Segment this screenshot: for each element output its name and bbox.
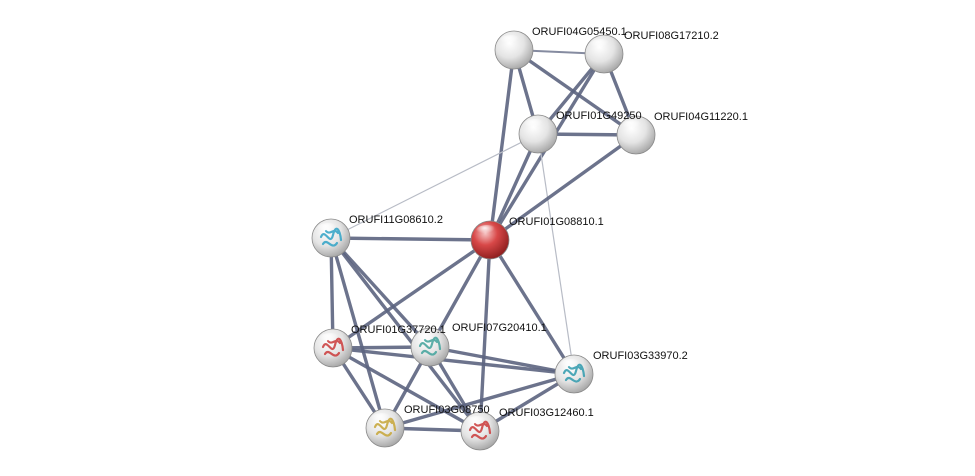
node-highlight [560, 359, 582, 371]
edge-ORUFI01G49250-ORUFI03G33970.2[interactable] [537, 133, 575, 375]
node-highlight [317, 223, 339, 235]
node-highlight [416, 332, 438, 344]
node-ORUFI04G11220.1[interactable] [616, 115, 656, 155]
node-ORUFI04G05450.1[interactable] [494, 30, 534, 70]
edge-ORUFI11G08610.2-ORUFI03G08750[interactable] [329, 236, 387, 430]
node-label: ORUFI04G11220.1 [654, 111, 748, 123]
edge-ORUFI04G11220.1-ORUFI01G08810.1[interactable] [488, 133, 638, 242]
node-label: ORUFI03G12460.1 [499, 407, 594, 419]
node-ORUFI03G12460.1[interactable] [460, 411, 500, 451]
node-label: ORUFI11G08610.2 [349, 214, 443, 226]
node-highlight [466, 416, 488, 428]
edge-ORUFI04G05450.1-ORUFI01G08810.1[interactable] [488, 48, 516, 242]
node-ORUFI01G49250[interactable] [518, 114, 558, 154]
edge-ORUFI01G08810.1-ORUFI03G33970.2[interactable] [488, 238, 576, 376]
edge-ORUFI01G08810.1-ORUFI07G20410.1[interactable] [428, 238, 492, 349]
node-ORUFI01G08810.1[interactable] [470, 220, 510, 260]
node-label: ORUFI01G08810.1 [509, 216, 604, 228]
node-label: ORUFI08G17210.2 [624, 30, 719, 42]
edge-ORUFI01G49250-ORUFI11G08610.2[interactable] [330, 133, 539, 239]
node-ORUFI08G17210.2[interactable] [584, 34, 624, 74]
node-highlight [371, 413, 393, 425]
node-layer [311, 30, 656, 451]
node-highlight [319, 333, 341, 345]
node-highlight [524, 119, 546, 131]
edge-ORUFI01G08810.1-ORUFI11G08610.2[interactable] [329, 236, 492, 242]
node-ORUFI03G08750[interactable] [365, 408, 405, 448]
node-highlight [500, 35, 522, 47]
edge-ORUFI07G20410.1-ORUFI03G33970.2[interactable] [428, 345, 576, 376]
edge-ORUFI11G08610.2-ORUFI07G20410.1[interactable] [329, 236, 432, 349]
edge-ORUFI01G37720.1-ORUFI03G33970.2[interactable] [331, 346, 576, 376]
edge-ORUFI01G08810.1-ORUFI01G37720.1[interactable] [331, 238, 492, 350]
node-label: ORUFI03G33970.2 [593, 350, 688, 362]
node-label: ORUFI04G05450.1 [532, 26, 627, 38]
edge-ORUFI11G08610.2-ORUFI03G12460.1[interactable] [329, 236, 482, 433]
node-ORUFI07G20410.1[interactable] [410, 327, 450, 367]
edge-ORUFI01G08810.1-ORUFI03G12460.1[interactable] [478, 238, 492, 433]
node-label: ORUFI07G20410.1 [452, 322, 547, 334]
node-ORUFI03G33970.2[interactable] [554, 354, 594, 394]
node-highlight [590, 39, 612, 51]
node-highlight [622, 120, 644, 132]
edge-ORUFI03G33970.2-ORUFI03G08750[interactable] [383, 372, 576, 430]
node-label: ORUFI01G49250 [556, 110, 642, 122]
node-label: ORUFI03G08750 [404, 404, 490, 416]
node-ORUFI11G08610.2[interactable] [311, 218, 351, 258]
node-ORUFI01G37720.1[interactable] [313, 328, 353, 368]
label-layer: ORUFI01G08810.1 ORUFI04G05450.1ORUFI08G17… [349, 26, 748, 419]
edge-ORUFI04G05450.1-ORUFI04G11220.1[interactable] [512, 48, 638, 137]
node-label: ORUFI01G37720.1 [351, 324, 446, 336]
node-highlight [476, 225, 498, 237]
